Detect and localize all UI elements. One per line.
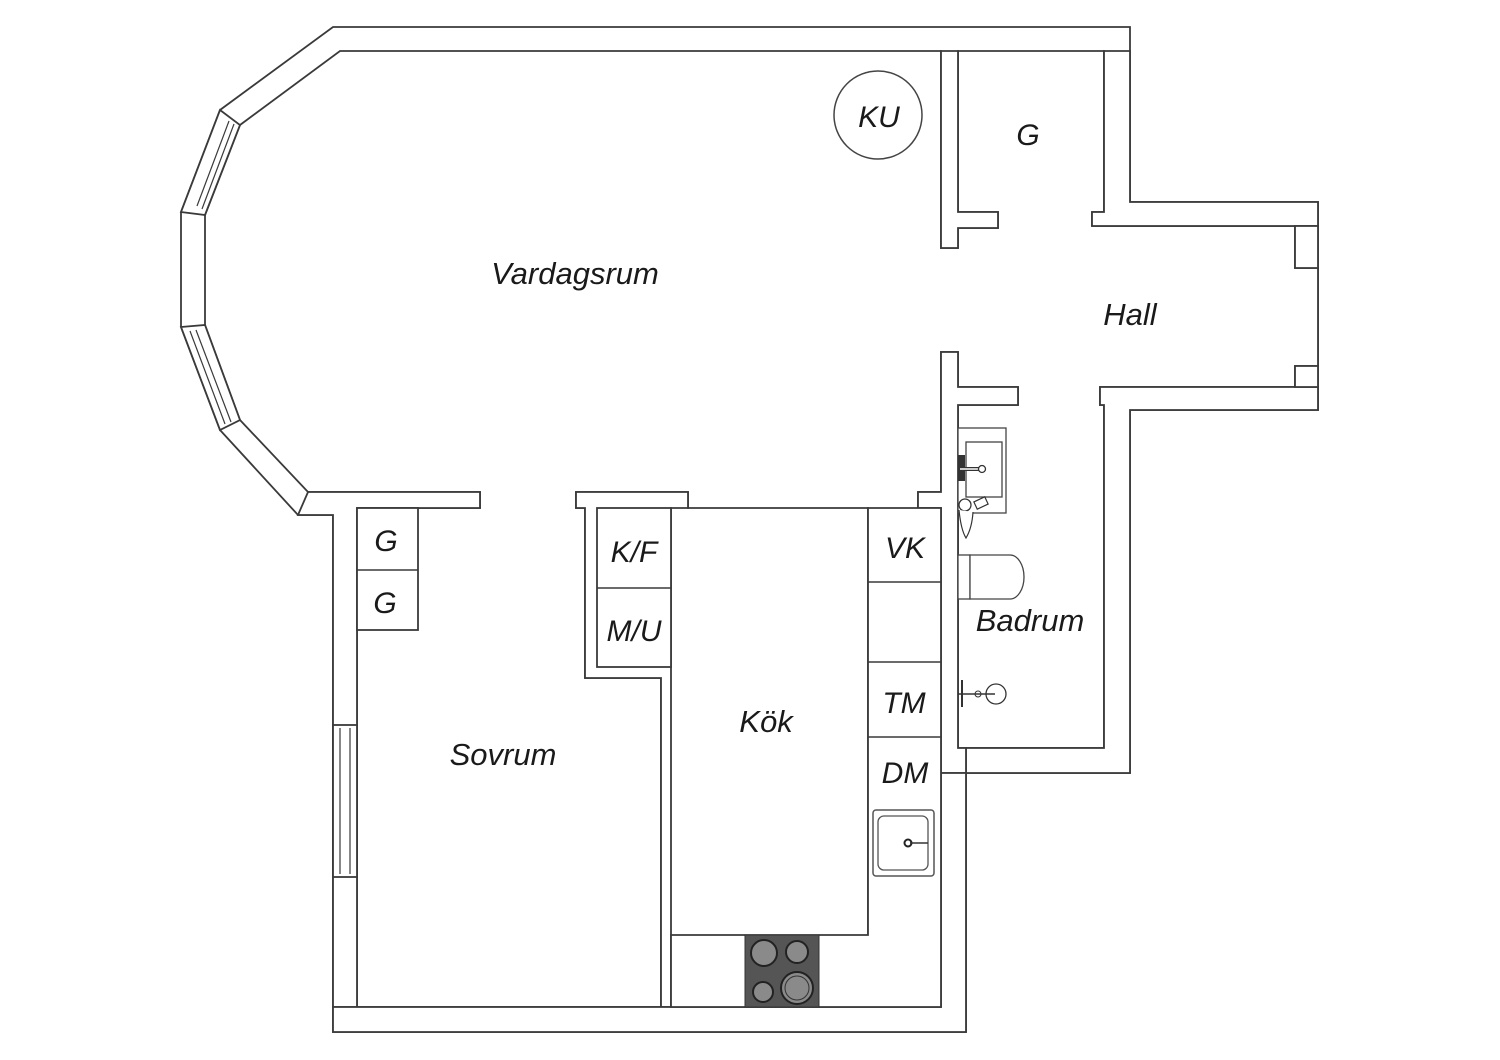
walls xyxy=(180,26,1319,1033)
bathroom-fixtures xyxy=(957,427,1025,707)
wall-hall-right xyxy=(1294,225,1319,269)
wall-badrum-left xyxy=(917,351,1019,774)
wall-vardag-hall-top xyxy=(940,50,999,249)
label-badrum: Badrum xyxy=(976,603,1085,638)
kitchen-counter xyxy=(670,507,942,1008)
toilet-icon xyxy=(957,554,1025,600)
label-g-sovrum-2: G xyxy=(373,587,396,620)
kitchen-sink-icon xyxy=(872,809,935,877)
label-hall: Hall xyxy=(1103,297,1158,332)
windows xyxy=(179,108,358,878)
label-ku: KU xyxy=(858,101,900,134)
label-vardagsrum: Vardagsrum xyxy=(491,256,659,291)
label-g-hall: G xyxy=(1016,119,1039,152)
shower-valve-icon xyxy=(958,496,989,540)
label-mu: M/U xyxy=(607,615,662,648)
shower-head-icon xyxy=(958,680,1007,707)
window-bay-lower xyxy=(179,324,242,432)
ku-circle xyxy=(833,70,923,160)
window-bay-upper xyxy=(179,108,242,216)
label-g-sovrum-1: G xyxy=(374,525,397,558)
label-kok: Kök xyxy=(739,704,794,739)
wall-hall-storage-right xyxy=(1091,50,1319,227)
label-sovrum: Sovrum xyxy=(450,737,557,772)
wall-hall-right-2 xyxy=(1294,365,1319,388)
window-sovrum xyxy=(332,724,358,878)
closet-sovrum xyxy=(356,507,419,631)
closets xyxy=(356,507,672,668)
stove-icon xyxy=(744,934,820,1008)
label-tm: TM xyxy=(882,687,925,720)
label-dm: DM xyxy=(882,757,929,790)
label-vk: VK xyxy=(885,532,927,565)
labels: Vardagsrum Hall Sovrum Kök Badrum KU G G… xyxy=(373,101,1157,790)
label-kf: K/F xyxy=(611,536,659,569)
